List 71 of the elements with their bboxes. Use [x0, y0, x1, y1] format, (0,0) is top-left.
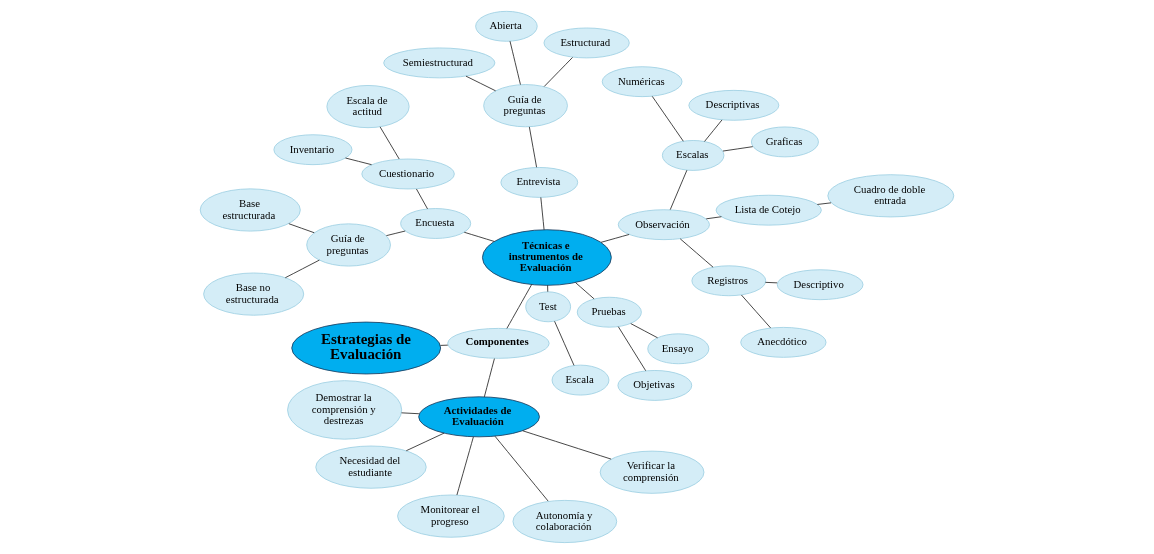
connector: [741, 294, 771, 329]
node-ellipse: Necesidad del estudiante: [315, 445, 427, 489]
node-ellipse: Base no estructurada: [203, 272, 305, 316]
node-ellipse: Entrevista: [500, 167, 579, 198]
connector: [509, 40, 521, 86]
connector: [554, 320, 575, 366]
node-ellipse: Descriptivo: [776, 269, 864, 301]
connector: [669, 169, 688, 211]
node-ellipse: Monitorear el progreso: [397, 494, 505, 538]
node-ellipse: Escala: [551, 364, 610, 396]
connector: [284, 259, 320, 279]
connector: [540, 197, 545, 231]
node-ellipse: Test: [525, 291, 571, 323]
connector: [385, 230, 406, 237]
node-ellipse: Objetivas: [617, 370, 693, 401]
connector: [522, 430, 612, 460]
connector: [483, 358, 495, 398]
connector: [722, 146, 754, 152]
node-ellipse: Escala de actitud: [326, 85, 410, 129]
connector: [651, 95, 684, 142]
node-ellipse: Ensayo: [647, 333, 710, 365]
connector: [630, 323, 658, 339]
connector: [575, 282, 595, 300]
connector: [704, 119, 723, 142]
connector: [465, 75, 497, 92]
node-ellipse: Cuadro de doble entrada: [827, 174, 955, 218]
node-ellipse: Actividades de Evaluación: [418, 396, 540, 438]
connector: [463, 231, 495, 242]
connector: [494, 435, 549, 502]
node-ellipse: Inventario: [273, 134, 353, 166]
connector: [416, 188, 428, 210]
node-ellipse: Lista de Cotejo: [715, 194, 822, 226]
node-ellipse: Estructurad: [543, 27, 630, 59]
connector: [401, 412, 420, 415]
node-ellipse: Graficas: [751, 126, 819, 158]
node-ellipse: Escalas: [661, 140, 725, 171]
node-ellipse: Guía de preguntas: [306, 223, 391, 267]
node-ellipse: Base estructurada: [199, 188, 301, 232]
node-ellipse: Registros: [691, 265, 767, 297]
connector: [543, 57, 573, 87]
connector: [345, 157, 372, 166]
node-ellipse: Pruebas: [576, 296, 642, 328]
node-ellipse: Verificar la comprensión: [599, 450, 705, 494]
connector: [506, 284, 533, 329]
node-ellipse: Semiestructurad: [383, 47, 496, 79]
connector: [816, 202, 832, 205]
connector: [456, 436, 474, 496]
connector: [547, 284, 549, 293]
node-ellipse: Cuestionario: [361, 158, 455, 190]
node-ellipse: Demostrar la comprensión y destrezas: [287, 380, 403, 440]
node-ellipse: Autonomía y colaboración: [512, 499, 618, 543]
connector: [379, 126, 400, 160]
node-ellipse: Técnicas e instrumentos de Evaluación: [482, 229, 612, 286]
connector: [679, 238, 714, 268]
connector: [617, 326, 647, 372]
node-ellipse: Abierta: [475, 10, 538, 42]
node-ellipse: Observación: [617, 209, 710, 241]
connector: [765, 281, 778, 284]
connector: [288, 223, 315, 234]
connector: [440, 344, 449, 346]
connector: [528, 126, 537, 168]
node-ellipse: Estrategias de Evaluación: [291, 321, 442, 375]
node-ellipse: Anecdótico: [740, 327, 827, 358]
node-ellipse: Componentes: [447, 328, 550, 359]
connector: [705, 216, 722, 220]
node-ellipse: Numéricas: [601, 66, 683, 98]
node-ellipse: Descriptivas: [688, 89, 780, 121]
node-ellipse: Guía de preguntas: [483, 84, 568, 128]
connector: [405, 432, 445, 452]
connector: [600, 234, 630, 243]
node-ellipse: Encuesta: [400, 208, 472, 239]
